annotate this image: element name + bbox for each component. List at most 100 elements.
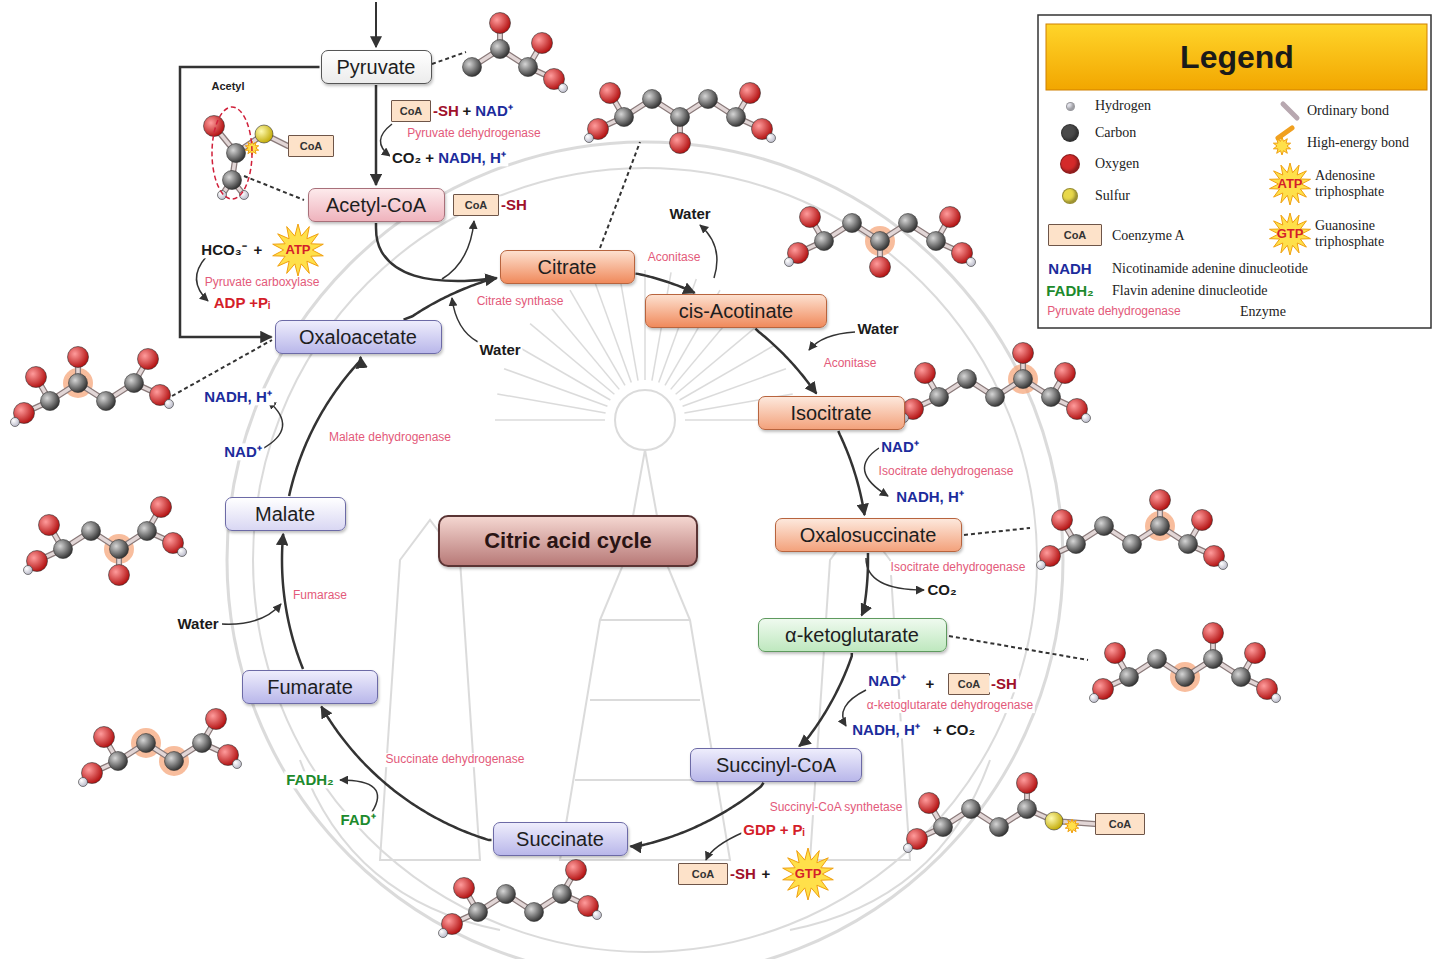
illustration-part [815,232,834,251]
illustration-part [497,394,605,413]
bond-sample [1283,104,1297,118]
legend-title: Legend [1178,39,1296,76]
metabolite-box: cis-Acotinate [645,294,827,328]
metabolite-box: Malate [225,497,346,531]
legend-header [1046,24,1427,90]
cofactor-label: + CO₂ [931,721,977,738]
watermark-seal [227,142,1063,959]
reaction-arrow [838,431,864,515]
legend-text: Sulfur [1095,188,1130,204]
legend-text: Nicotinamide adenine dinucleotide [1112,261,1308,277]
node-label: CoA [1109,818,1132,831]
legend-swatch [1061,124,1079,142]
reaction-arrow [635,274,694,293]
illustration-part [643,90,662,109]
molecule-model [24,497,187,586]
coenzyme-box: CoA [1095,813,1145,835]
illustration-part [1245,643,1266,664]
illustration-part [549,305,620,389]
illustration-part [593,911,602,920]
reaction-arrow [862,553,868,615]
illustration-part [594,279,632,382]
metabolite-box: Oxaloacetate [275,320,442,354]
molecule-model [463,13,568,93]
legend-swatch [1060,154,1080,174]
reaction-arrow [375,85,378,185]
illustration-part [255,125,273,143]
illustration-part [1037,561,1046,570]
illustration-part [68,347,89,368]
title-box: Citric acid cycle [438,515,698,567]
leader-line [949,636,1088,660]
illustration-part [138,522,157,541]
illustration-part [253,168,1037,952]
leader-line [432,52,466,64]
cofactor-label: FAD⁺ [339,811,378,828]
illustration-part [899,214,918,233]
illustration-part [131,728,161,758]
illustration-part [1123,535,1142,554]
illustration-part [439,929,448,938]
legend-text: High-energy bond [1307,135,1409,151]
enzyme-label: Isocitrate dehydrogenase [889,561,1028,575]
molecule-model [900,343,1091,423]
molecule-model [439,860,602,938]
molecule-model [1090,623,1281,703]
illustration-part [151,497,172,518]
node-label: Succinyl-CoA [716,754,836,777]
illustration-part [904,844,913,853]
reaction-arrow [289,357,361,496]
illustration-part [1192,510,1213,531]
illustration-part [26,367,47,388]
illustration-part [41,392,60,411]
coenzyme-box: CoA [678,863,728,885]
coenzyme-box: CoA [948,673,990,695]
illustration-part [227,144,246,163]
illustration-part [560,450,730,860]
cofactor-arrow [340,780,378,812]
legend-text: Enzyme [1240,304,1286,320]
illustration-part [519,58,538,77]
illustration-part [165,400,174,409]
illustration-part [463,58,482,77]
illustration-part [699,90,718,109]
cofactor-label: Water [667,205,712,222]
cofactor-label: ATP [283,243,312,258]
molecule-model [585,83,776,154]
enzyme-label: Fumarase [291,589,349,603]
cofactor-label: -SH [499,196,529,213]
metabolite-box: Acetyl-CoA [308,188,445,222]
illustration-part [1017,773,1038,794]
illustration-part [515,345,610,400]
illustration-part [1204,650,1223,669]
cofactor-label: NAD⁺ [473,102,515,119]
molecule-model [785,207,976,278]
illustration-part [615,108,634,127]
cofactor-arrow [700,225,717,278]
illustration-part [138,349,159,370]
illustration-part [727,108,746,127]
illustration-part [785,258,794,267]
cofactor-label: HCO₃⁻ [199,241,248,258]
cofactor-label: NAD⁺ [879,438,921,455]
cofactor-label: NAD⁺ [866,672,908,689]
illustration-part [570,290,625,385]
cofactor-label: NADH, H⁺ [436,149,508,166]
node-label: Malate [255,503,315,526]
illustration-part [1151,517,1170,536]
illustration-part [1082,414,1091,423]
node-label: CoA [1064,229,1087,242]
cofactor-label: ATP [1275,177,1304,192]
illustration-part [967,258,976,267]
node-label: Citrate [538,256,597,279]
cofactor-label: -SH [728,865,758,882]
illustration-part [11,418,20,427]
illustration-part [671,108,690,127]
reaction-arrow [321,707,491,840]
illustration-part [566,860,587,881]
illustration-part [54,540,73,559]
enzyme-label: Succinyl-CoA synthetase [768,801,905,815]
cofactor-arrow [809,332,855,350]
illustration-part [137,734,156,753]
cofactor-arrow [442,221,474,279]
